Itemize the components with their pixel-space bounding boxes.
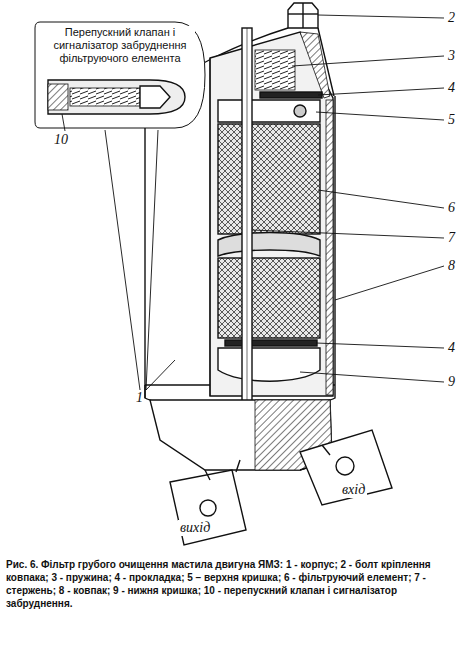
- callout-number: 7: [448, 230, 455, 246]
- figure-caption: Рис. 6. Фільтр грубого очищення мастила …: [6, 558, 462, 610]
- port-label: вихід: [178, 520, 212, 536]
- callout-number: 4: [448, 340, 455, 356]
- callout-number: 3: [448, 48, 455, 64]
- callout-number: 5: [448, 112, 455, 128]
- callout-number: 4: [448, 80, 455, 96]
- callout-number: 2: [448, 10, 455, 26]
- callout-number: 9: [448, 374, 455, 390]
- callout-number: 8: [448, 258, 455, 274]
- callout-number: 1: [136, 390, 143, 406]
- port-label: вхід: [340, 482, 367, 498]
- callout-number: 6: [448, 200, 455, 216]
- inset-title: Перепускний клапан і сигналізатор забруд…: [45, 26, 195, 65]
- callout-number: 10: [54, 132, 68, 148]
